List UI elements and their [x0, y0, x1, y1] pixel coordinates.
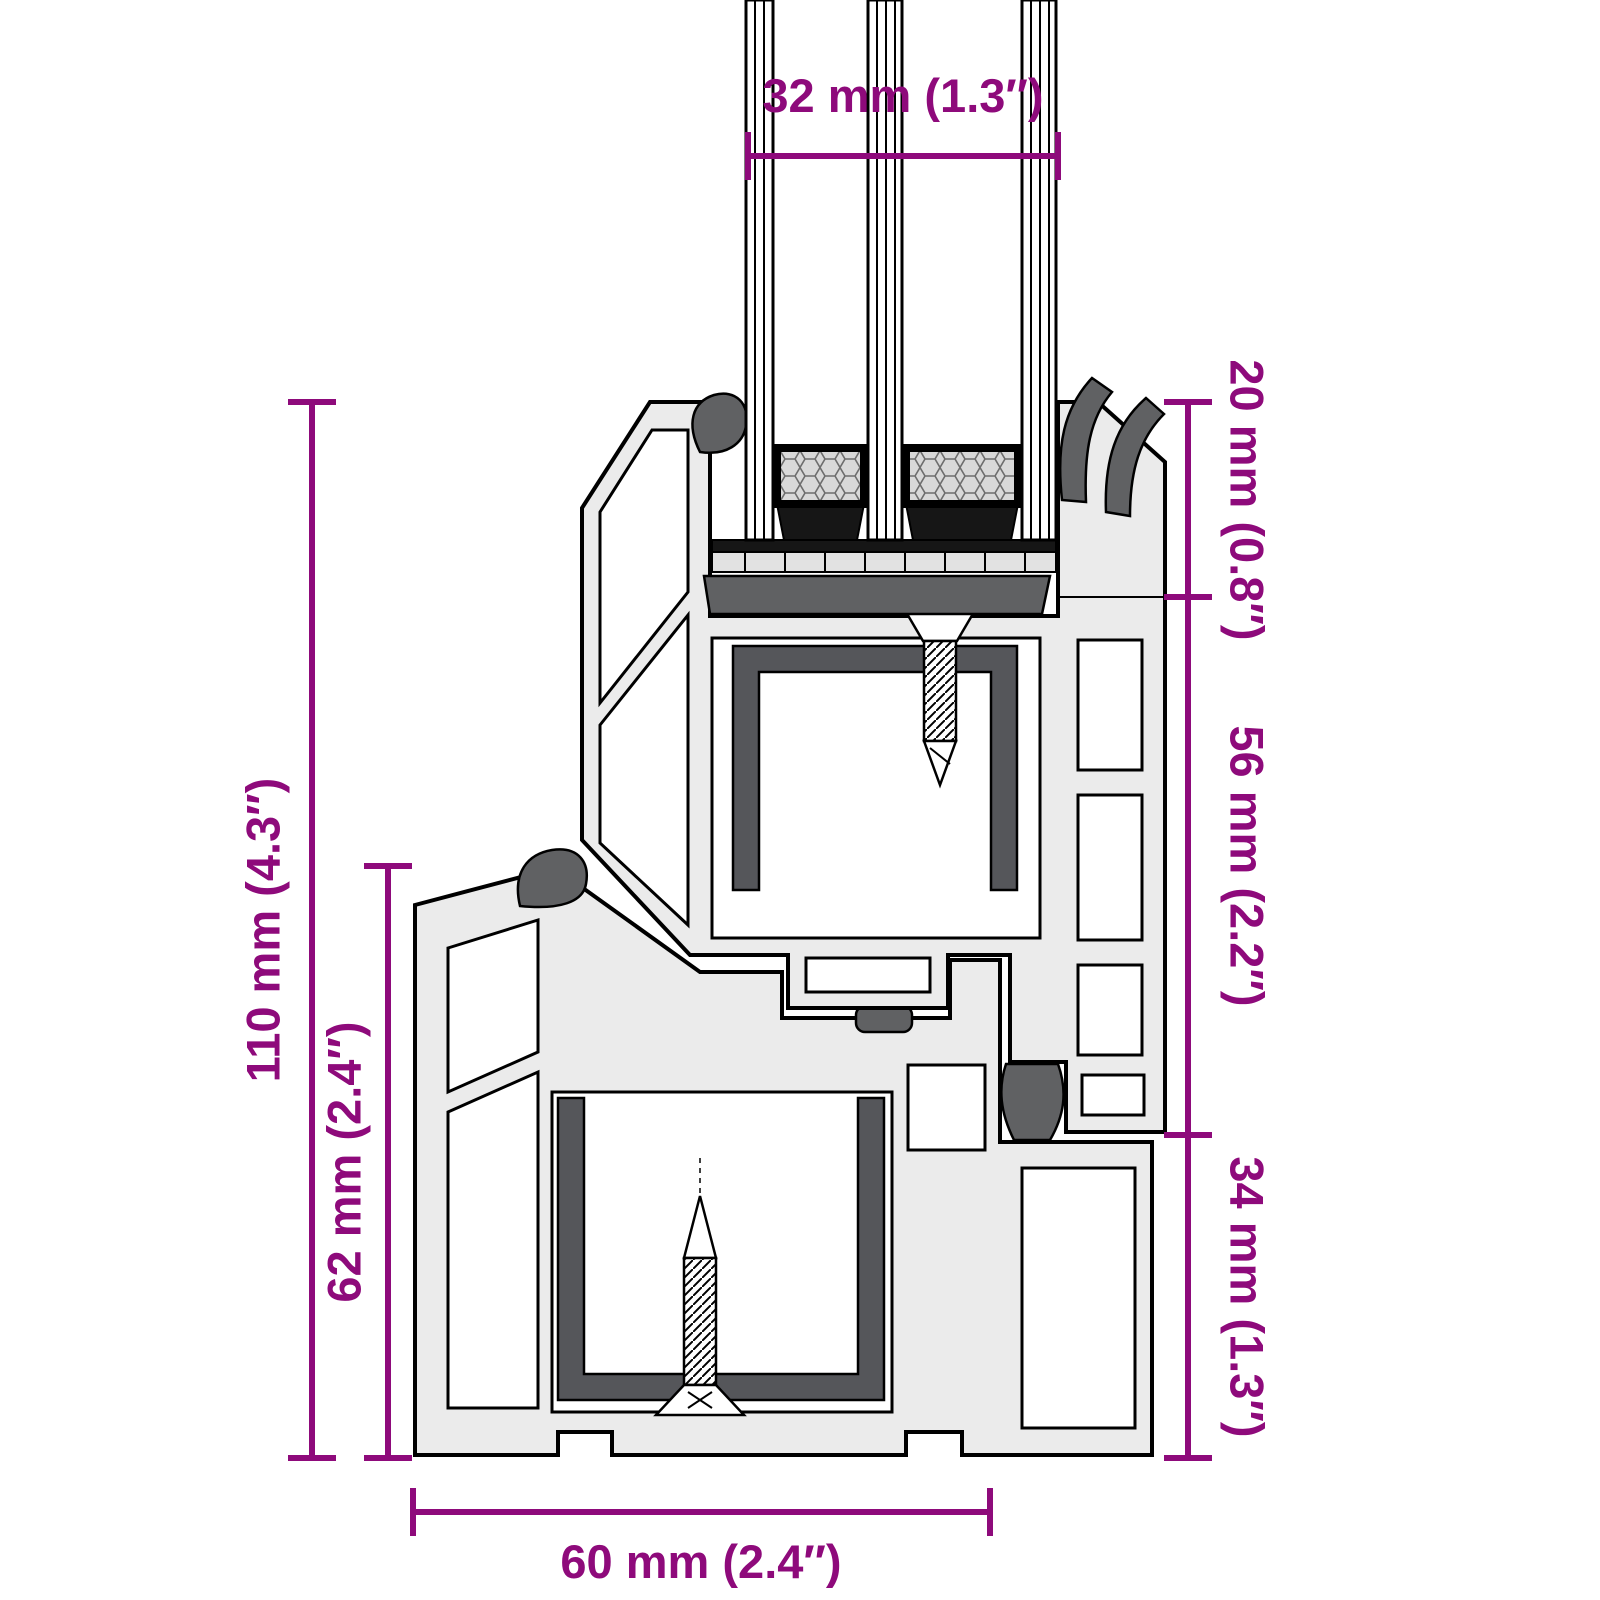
- frame-profile: [413, 848, 1154, 1457]
- dim-glazing-width-label: 32 mm (1.3″): [762, 69, 1043, 122]
- dim-right-bottom-label: 34 mm (1.3″): [1221, 1156, 1274, 1437]
- frame-screw-cross-slot: [687, 1391, 713, 1409]
- dimension-annotations: 32 mm (1.3″) 20 mm (0.8″) 56 mm (2.2″) 3…: [237, 69, 1274, 1588]
- glazing-clip-rail-ticks: [744, 552, 1026, 572]
- sash-screw: [903, 548, 977, 789]
- dim-frame-depth: 60 mm (2.4″): [410, 1488, 993, 1588]
- glazing-support: [702, 539, 1057, 616]
- sash-chamber-left-upper: [598, 428, 690, 708]
- dim-overall-height: 110 mm (4.3″): [237, 399, 336, 1461]
- frame-steel-reinforcement: [556, 1096, 886, 1402]
- sash-profile: [580, 376, 1167, 1134]
- frame-chamber-right: [1020, 1166, 1137, 1430]
- spacer-bar-left: [773, 444, 868, 508]
- sash-chamber-right-2: [1076, 793, 1144, 942]
- frame-screw: [653, 1158, 747, 1417]
- spacer-bar-right: [902, 444, 1022, 508]
- frame-chamber-left-upper: [446, 917, 540, 1095]
- glass-pane-middle: [866, 0, 904, 542]
- sash-chamber-left-lower: [598, 610, 690, 929]
- frame-screw-shaft: [682, 1256, 718, 1387]
- dim-frame-depth-label: 60 mm (2.4″): [560, 1535, 841, 1588]
- sash-gasket-top-left: [691, 392, 748, 455]
- frame-chamber-under-groove: [906, 1063, 987, 1152]
- glass-pane-outer: [744, 0, 775, 542]
- sash-chamber-right-3: [1076, 963, 1144, 1057]
- dim-frame-height: 62 mm (2.4″): [318, 863, 412, 1461]
- sash-screw-flute: [929, 747, 951, 765]
- glazing-packer-wedge: [702, 574, 1052, 616]
- frame-chamber-left-lower: [446, 1069, 540, 1410]
- spacer-seal-left: [775, 503, 866, 541]
- spacer-seal-right: [904, 503, 1020, 541]
- dim-right-middle-label: 56 mm (2.2″): [1221, 725, 1274, 1006]
- frame-gasket-rebate: [1000, 1062, 1065, 1142]
- dim-right-stack: 20 mm (0.8″) 56 mm (2.2″) 34 mm (1.3″): [1164, 359, 1274, 1461]
- dim-overall-height-label: 110 mm (4.3″): [237, 778, 290, 1083]
- sash-screw-shaft: [922, 639, 958, 743]
- sash-chamber-lip: [1080, 1073, 1146, 1117]
- dim-glazing-width: 32 mm (1.3″): [745, 69, 1061, 180]
- glazing-bridge: [711, 539, 1057, 553]
- dim-right-top-label: 20 mm (0.8″): [1221, 359, 1274, 640]
- sash-chamber-main: [710, 636, 1042, 940]
- sash-steel-reinforcement: [731, 644, 1019, 892]
- glass-pane-inner: [1020, 0, 1058, 542]
- glazing-clip-rail: [711, 551, 1057, 573]
- frame-chamber-main: [550, 1090, 894, 1414]
- sash-chamber-right-1: [1076, 638, 1144, 772]
- frame-gasket-left: [516, 848, 588, 909]
- sash-gasket-fin-1: [1058, 376, 1114, 504]
- sash-chamber-tongue: [804, 956, 932, 994]
- sash-gasket-fin-2: [1104, 396, 1166, 518]
- dim-frame-height-label: 62 mm (2.4″): [318, 1021, 371, 1302]
- glazing-unit: [744, 0, 1058, 542]
